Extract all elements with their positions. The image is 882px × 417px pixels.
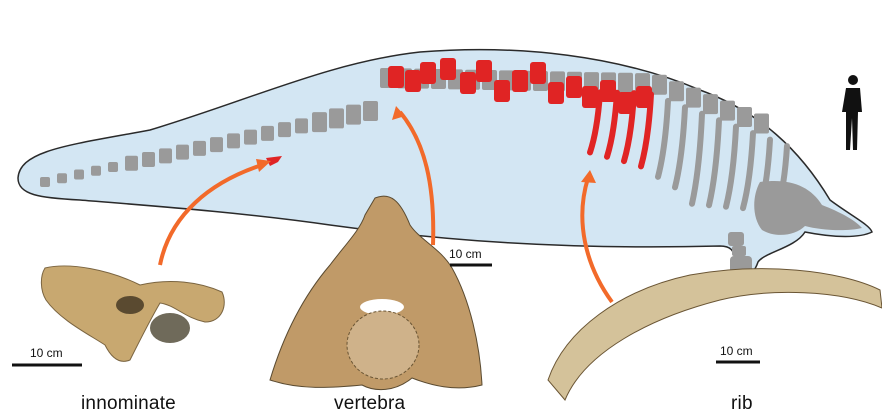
vertebra-2: [74, 170, 84, 180]
vertebra-36: [652, 75, 667, 95]
vertebra-19: [363, 101, 378, 121]
scale-label-innominate: 10 cm: [30, 346, 63, 360]
fossil-vertebra-8: [530, 62, 546, 84]
fossil-vertebra-10: [566, 76, 582, 98]
vertebra-7: [159, 148, 172, 163]
fossil-vertebra-9: [548, 82, 564, 104]
fossil-vertebra-4: [460, 72, 476, 94]
vertebra-16: [312, 112, 327, 132]
vertebra-6: [142, 152, 155, 167]
vertebra-34: [618, 73, 633, 93]
fossil-vertebra-5: [476, 60, 492, 82]
fossil-vertebra-3: [440, 58, 456, 80]
vertebra-18: [346, 105, 361, 125]
fossil-vertebra-0: [388, 66, 404, 88]
label-vertebra: vertebra: [334, 393, 405, 415]
vertebra-14: [278, 122, 291, 137]
vertebra-12: [244, 130, 257, 145]
vertebra-4: [108, 162, 118, 172]
vertebra-40: [720, 101, 735, 121]
fossil-vertebra-6: [494, 80, 510, 102]
vertebra-11: [227, 133, 240, 148]
label-innominate: innominate: [81, 393, 176, 415]
human-silhouette-icon: [842, 75, 862, 150]
vertebra-37: [669, 81, 684, 101]
fossil-vertebra-2: [420, 62, 436, 84]
vertebra-10: [210, 137, 223, 152]
vertebra-1: [57, 173, 67, 183]
vertebra-5: [125, 156, 138, 171]
vertebra-8: [176, 145, 189, 160]
vertebra-41: [737, 107, 752, 127]
innominate-fossil: [41, 266, 224, 361]
fossil-vertebra-11: [582, 86, 598, 108]
rib-fossil: [548, 269, 882, 400]
fossil-vertebra-1: [405, 70, 421, 92]
label-rib: rib: [731, 393, 753, 415]
vertebra-9: [193, 141, 206, 156]
fossil-vertebra-7: [512, 70, 528, 92]
vertebra-13: [261, 126, 274, 141]
vertebra-38: [686, 88, 701, 108]
scale-label-rib: 10 cm: [720, 344, 753, 358]
vertebra-0: [40, 177, 50, 187]
vertebra-17: [329, 108, 344, 128]
vertebra-39: [703, 94, 718, 114]
scale-label-vertebra: 10 cm: [449, 247, 482, 261]
vertebra-3: [91, 166, 101, 176]
vertebra-15: [295, 118, 308, 133]
vertebra-42: [754, 114, 769, 134]
